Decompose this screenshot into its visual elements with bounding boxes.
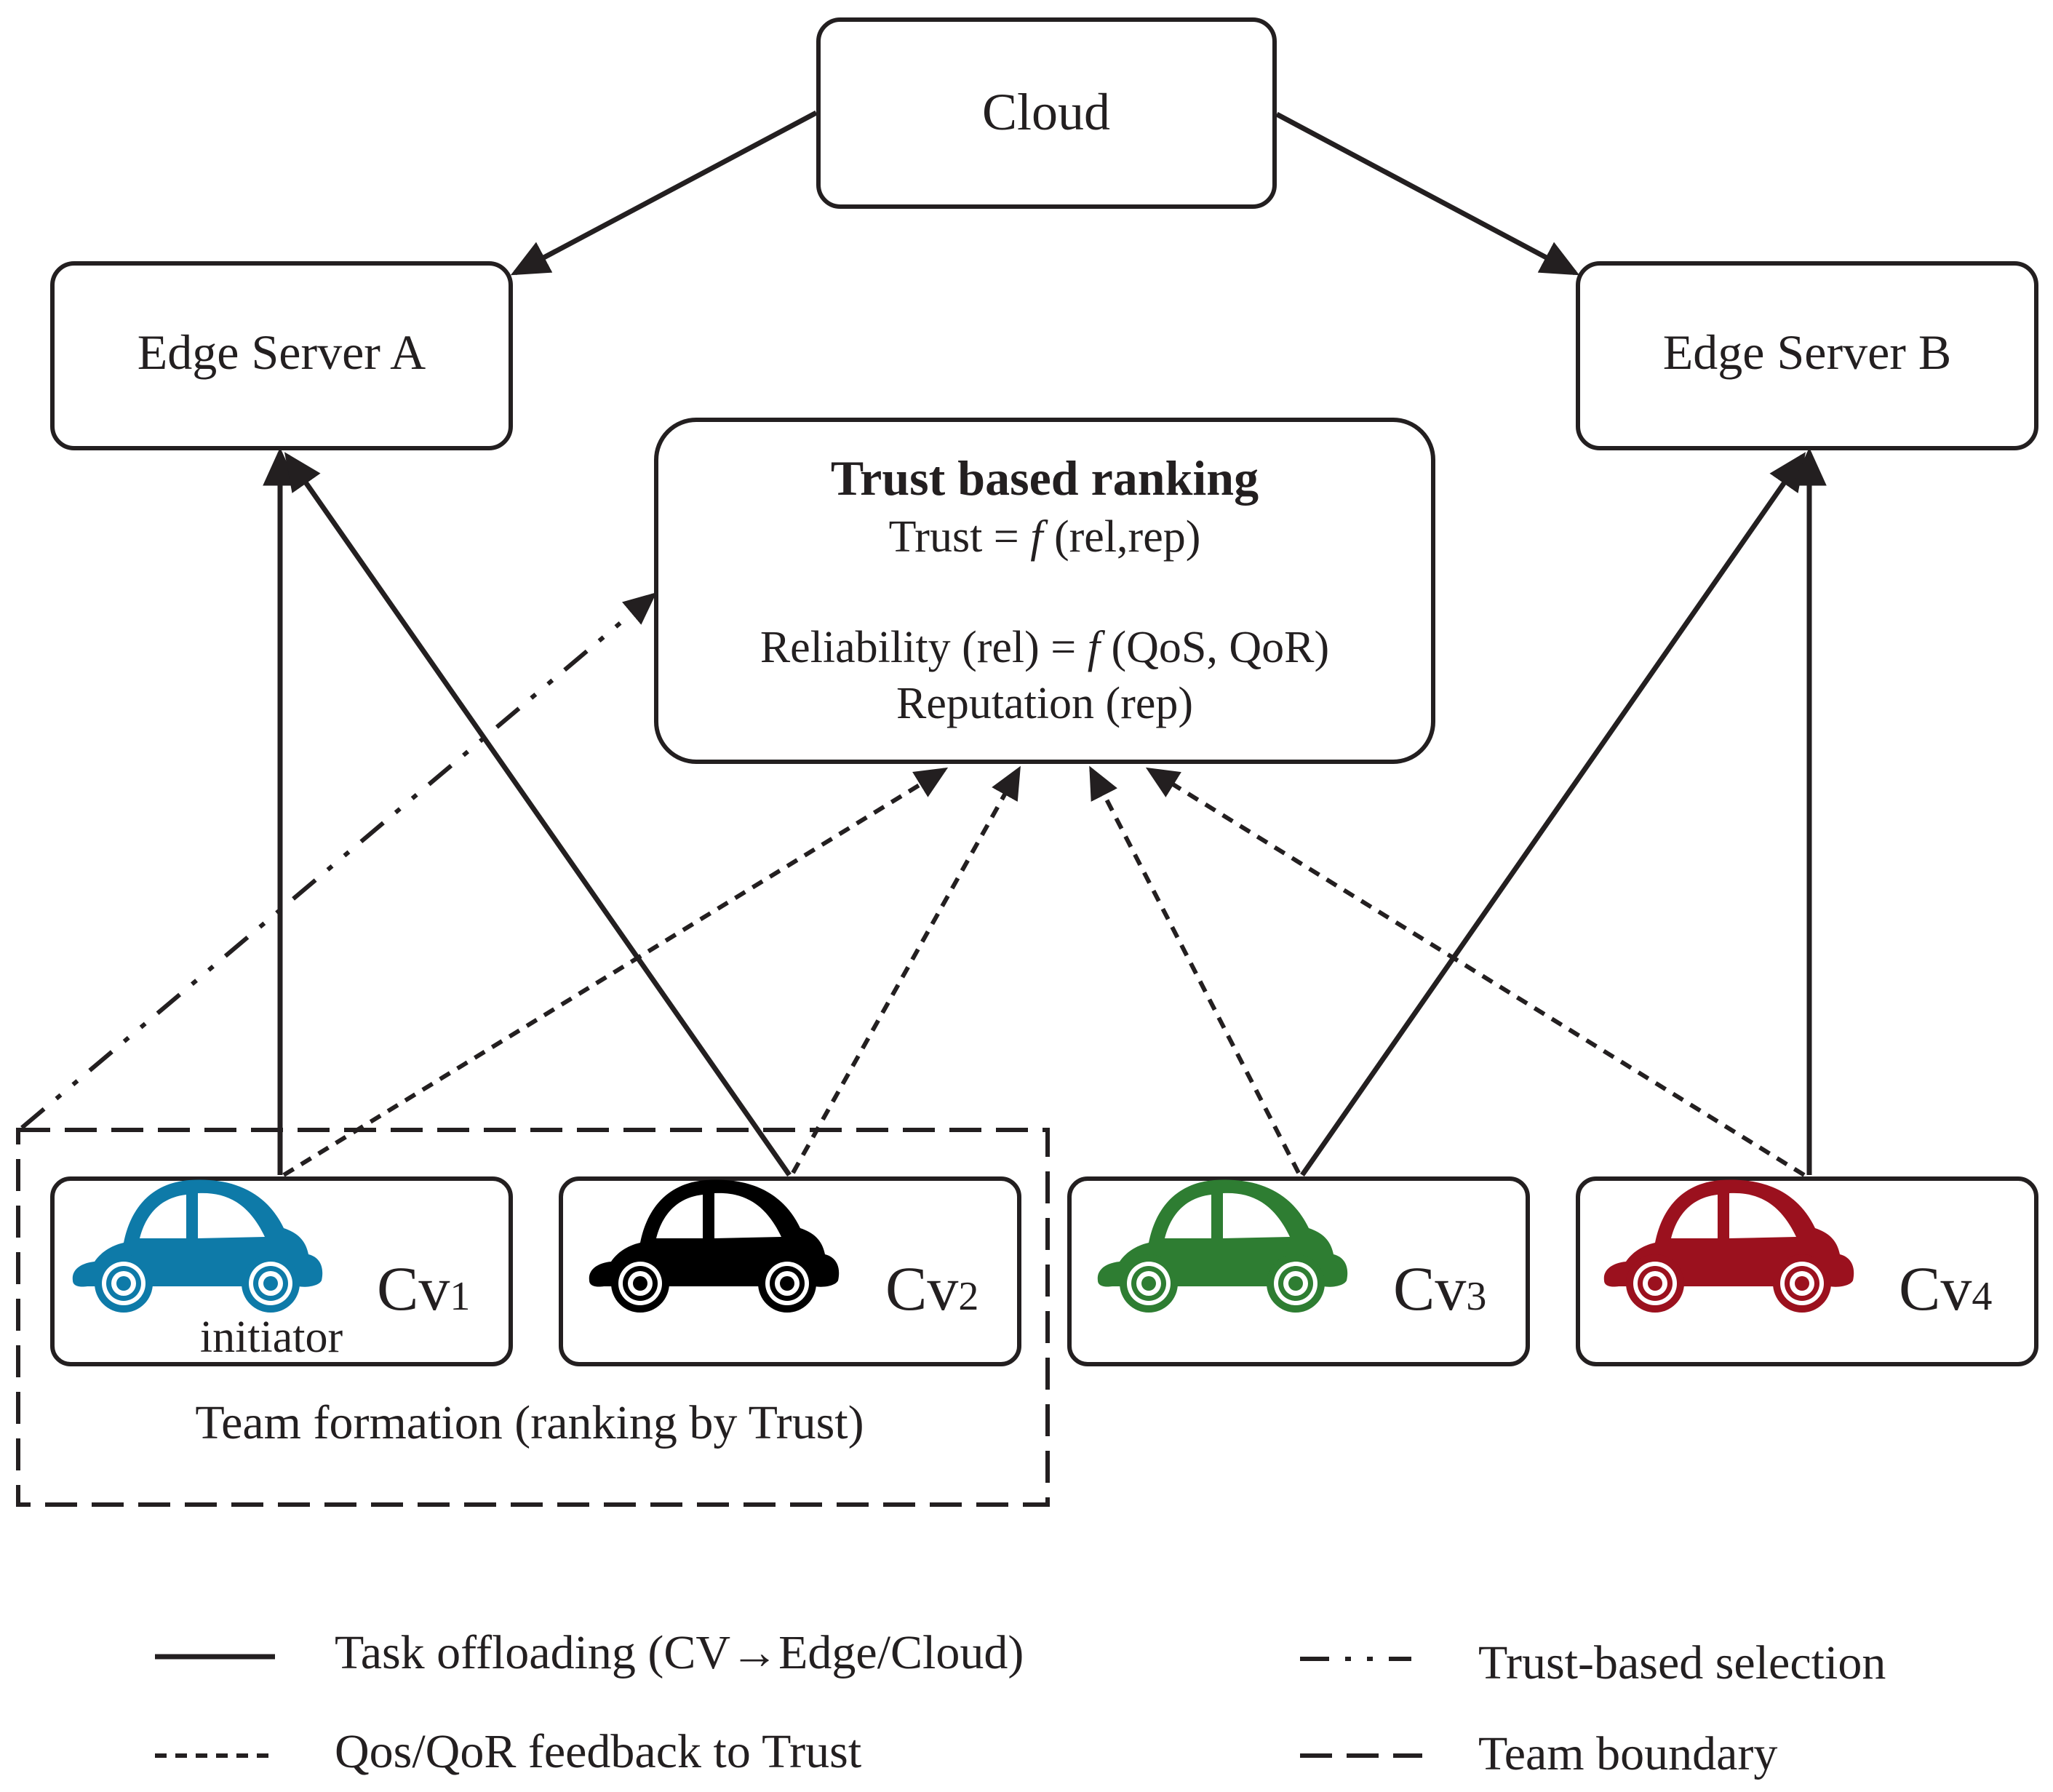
edge-cv3-to-edge-b — [1300, 452, 1806, 1177]
trust-ranking-node: Trust based ranking Trust = f (rel,rep) … — [654, 418, 1435, 764]
edge-cv4-feedback — [1145, 767, 1806, 1177]
vehicle-cv1: Cv1 initiator — [50, 1176, 513, 1366]
edge-cloud-to-edge-a — [510, 110, 818, 276]
edge-cv2-to-edge-a — [284, 452, 792, 1177]
trust-ranking-title: Trust based ranking — [831, 450, 1259, 506]
edge-cloud-to-edge-b — [1275, 111, 1580, 276]
cv4-label: Cv4 — [1899, 1254, 1992, 1323]
edge-server-b-label: Edge Server B — [1663, 324, 1952, 380]
trust-formula: Trust = f (rel,rep) — [889, 512, 1201, 562]
edge-selection-to-trust — [20, 592, 657, 1130]
legend-feedback: Qos/QoR feedback to Trust — [335, 1725, 861, 1778]
edge-cv1-feedback — [282, 767, 949, 1177]
vehicle-cv4: Cv4 — [1576, 1176, 2038, 1366]
edge-server-b: Edge Server B — [1576, 261, 2038, 450]
legend: Task offloading (CV→Edge/Cloud) Qos/QoR … — [155, 1626, 1886, 1780]
edge-cv2-feedback — [791, 765, 1021, 1174]
team-formation-label: Team formation (ranking by Trust) — [195, 1396, 864, 1449]
reliability-formula: Reliability (rel) = f (QoS, QoR) — [760, 623, 1329, 672]
edge-cv3-feedback — [1089, 765, 1301, 1174]
cloud-label: Cloud — [982, 83, 1110, 141]
edge-server-a: Edge Server A — [50, 261, 513, 450]
legend-task-offloading: Task offloading (CV→Edge/Cloud) — [335, 1626, 1024, 1679]
vehicle-cv2: Cv2 — [559, 1176, 1021, 1366]
cv2-label: Cv2 — [885, 1254, 978, 1323]
cv1-label: Cv1 — [377, 1254, 470, 1323]
reputation-label: Reputation (rep) — [896, 679, 1193, 728]
cloud-node: Cloud — [816, 17, 1277, 209]
vehicle-cv3: Cv3 — [1067, 1176, 1530, 1366]
cv3-label: Cv3 — [1393, 1254, 1486, 1323]
legend-selection: Trust-based selection — [1478, 1636, 1886, 1689]
team-boundary — [16, 1128, 1050, 1507]
legend-boundary: Team boundary — [1478, 1727, 1777, 1780]
edge-server-a-label: Edge Server A — [137, 324, 426, 380]
initiator-label: initiator — [200, 1313, 343, 1362]
